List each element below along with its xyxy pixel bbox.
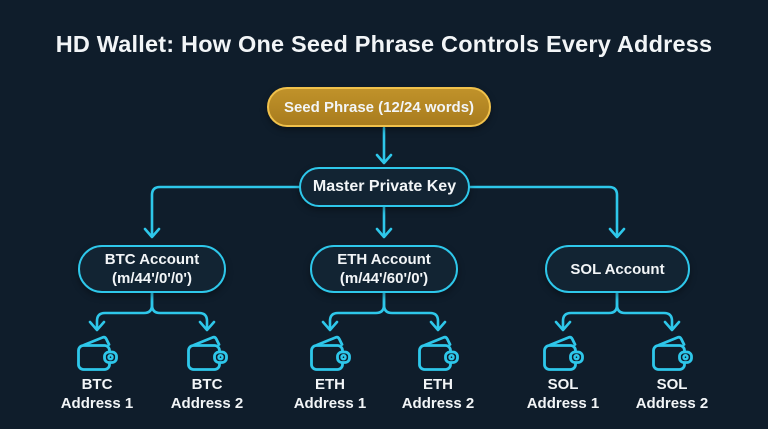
derivation-path: (m/44'/0'/0')	[112, 270, 192, 287]
wallet-icon	[543, 335, 584, 371]
wallet-icon	[77, 335, 118, 371]
derivation-path: (m/44'/60'/0')	[339, 270, 429, 287]
address-label: SOL Address 2	[635, 376, 709, 412]
master-private-key-label: Master Private Key	[312, 178, 457, 195]
wallet-eth-address-2: ETH Address 2	[383, 335, 493, 413]
sol-account-node: SOL Account	[545, 245, 690, 293]
wallet-eth-address-1: ETH Address 1	[275, 335, 385, 413]
seed-phrase-node: Seed Phrase (12/24 words)	[267, 87, 491, 127]
seed-phrase-label: Seed Phrase (12/24 words)	[283, 98, 475, 116]
wallet-btc-address-2: BTC Address 2	[152, 335, 262, 413]
wallet-icon	[310, 335, 351, 371]
wallet-icon	[652, 335, 693, 371]
btc-account-node: BTC Account (m/44'/0'/0')	[78, 245, 226, 293]
account-name: BTC Account	[104, 251, 200, 268]
address-label: BTC Address 2	[170, 376, 244, 412]
wallet-btc-address-1: BTC Address 1	[42, 335, 152, 413]
address-label: ETH Address 1	[293, 376, 367, 412]
master-private-key-node: Master Private Key	[299, 167, 470, 207]
wallet-sol-address-1: SOL Address 1	[508, 335, 618, 413]
account-name: SOL Account	[570, 260, 665, 278]
eth-account-node: ETH Account (m/44'/60'/0')	[310, 245, 458, 293]
address-label: SOL Address 1	[526, 376, 600, 412]
address-label: BTC Address 1	[60, 376, 134, 412]
address-label: ETH Address 2	[401, 376, 475, 412]
wallet-icon	[418, 335, 459, 371]
page-title: HD Wallet: How One Seed Phrase Controls …	[55, 31, 713, 57]
wallet-sol-address-2: SOL Address 2	[617, 335, 727, 413]
wallet-icon	[187, 335, 228, 371]
account-name: ETH Account	[337, 251, 431, 268]
